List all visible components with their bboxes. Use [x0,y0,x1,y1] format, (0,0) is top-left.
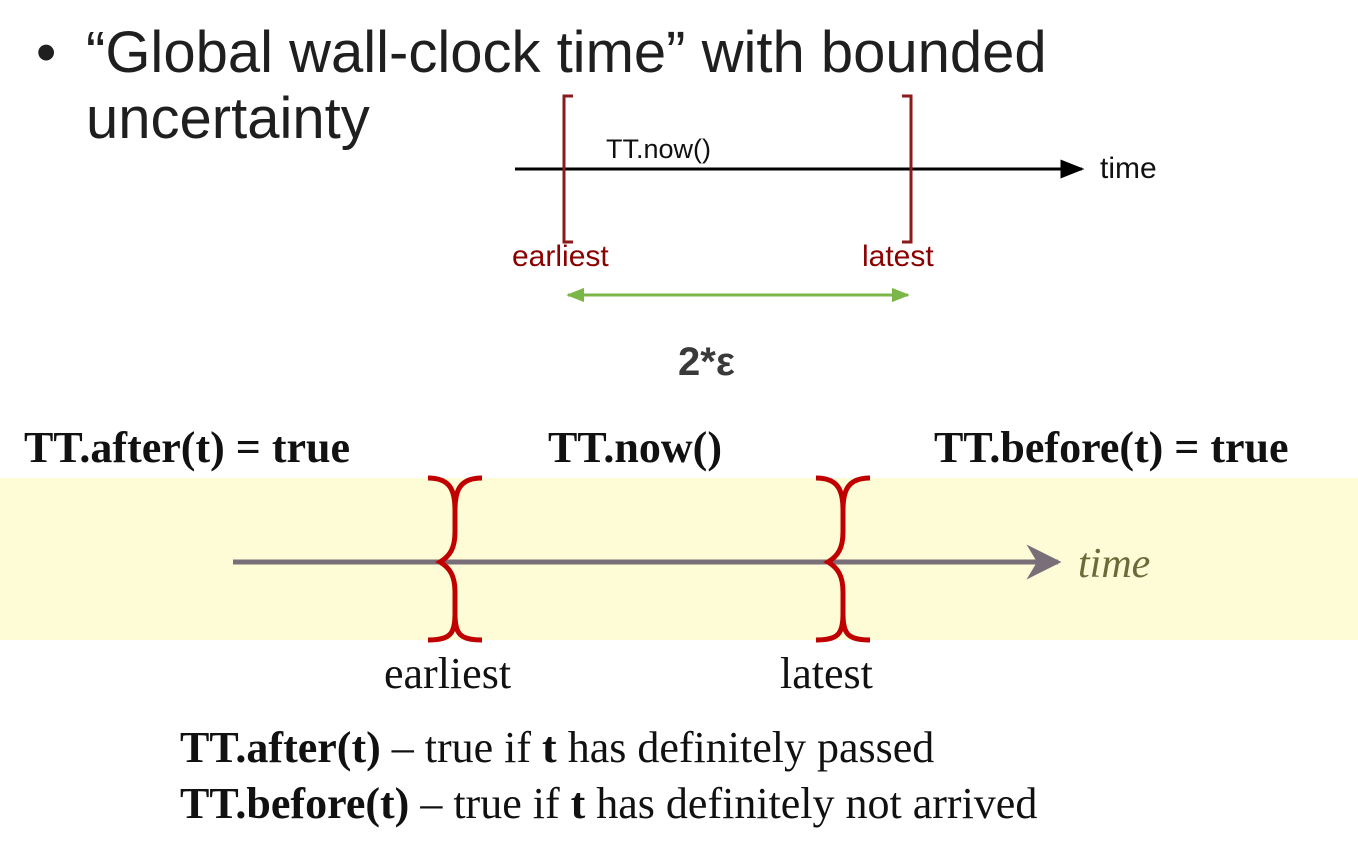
definition-before-dash: – true if [409,779,571,828]
bottom-latest-brace [815,475,871,643]
bottom-time-axis-label: time [1078,541,1151,587]
top-latest-label: latest [862,240,934,273]
after-true-label: TT.after(t) = true [24,423,351,472]
top-earliest-label: earliest [512,240,609,273]
top-now-label: TT.now() [606,134,712,164]
bottom-now-label: TT.now() [548,423,722,472]
definition-after-rest: has definitely passed [556,723,935,772]
bottom-earliest-label: earliest [384,649,512,698]
top-left-bracket [562,94,573,244]
bottom-latest-label: latest [780,649,873,698]
bullet-text-line-2: uncertainty [86,86,370,151]
definition-before: TT.before(t) – true if t has definitely … [180,778,1037,829]
timeline-band [0,478,1358,640]
bottom-earliest-brace [427,475,483,643]
before-true-label: TT.before(t) = true [934,423,1289,472]
definition-before-term: TT.before(t) [180,779,410,828]
bullet-dot: • [36,20,57,85]
top-right-bracket [902,94,913,244]
definition-before-var: t [570,779,586,828]
bullet-text-line-1: “Global wall-clock time” with bounded [86,20,1047,85]
definition-after: TT.after(t) – true if t has definitely p… [180,722,934,773]
definition-after-dash: – true if [380,723,543,772]
definition-after-term: TT.after(t) [180,723,381,772]
definition-before-rest: has definitely not arrived [585,779,1038,828]
definition-after-var: t [542,723,557,772]
top-time-axis-label: time [1100,152,1157,185]
epsilon-interval-label: 2*ε [678,340,735,384]
